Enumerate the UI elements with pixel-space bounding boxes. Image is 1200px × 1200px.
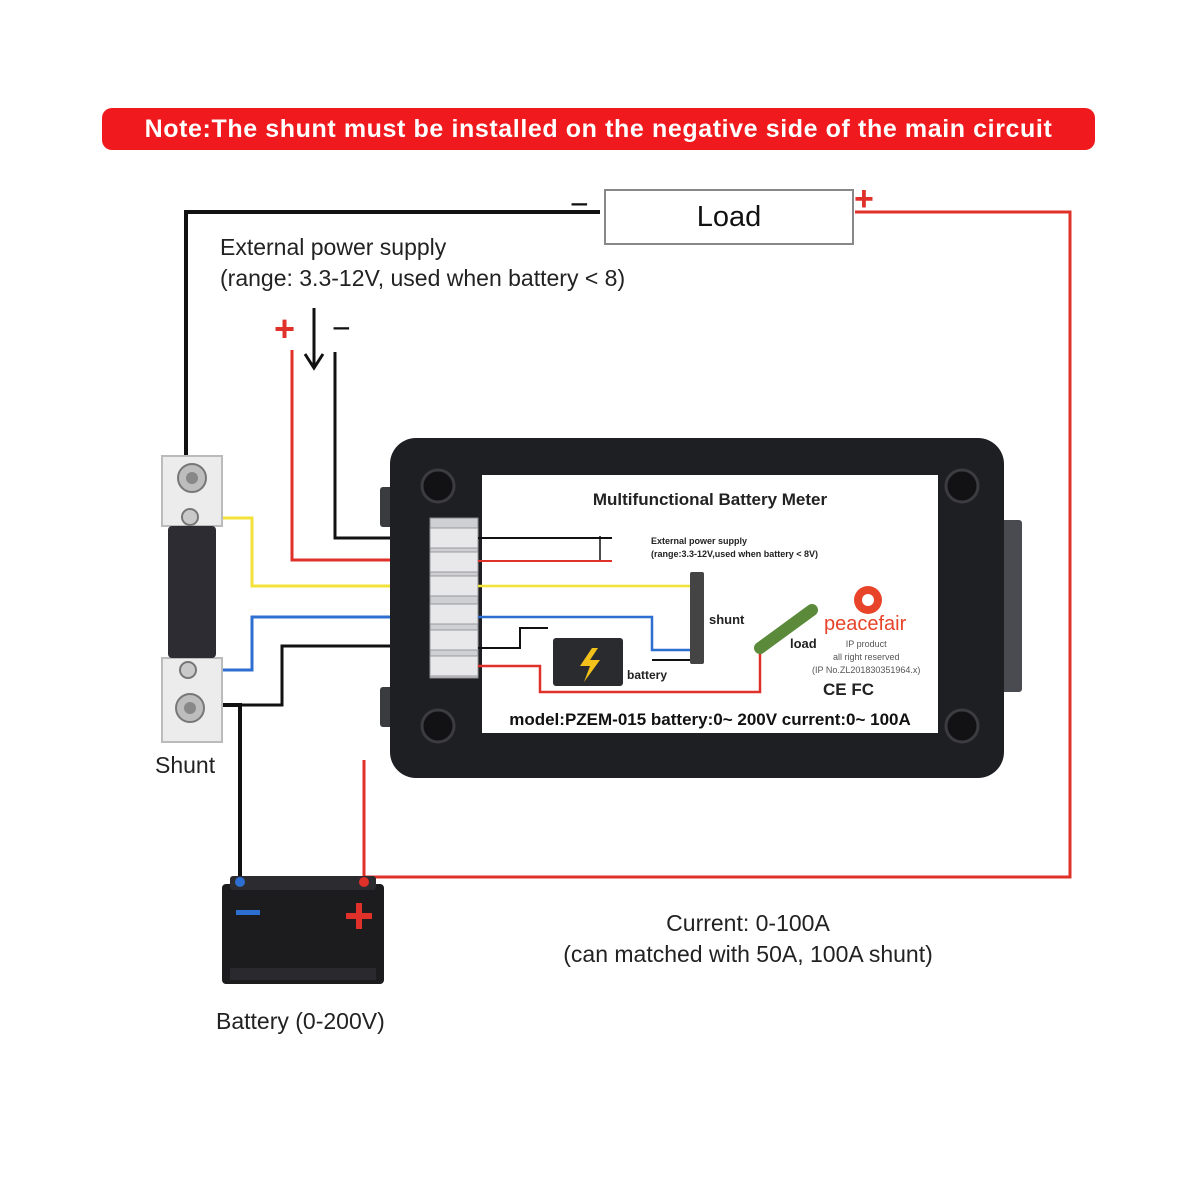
cert-marks: CE FC [823, 680, 874, 699]
external-supply-label: External power supply (range: 3.3-12V, u… [220, 232, 625, 294]
panel-load-label: load [790, 636, 817, 651]
shunt [161, 455, 223, 743]
panel-schematic [478, 536, 882, 694]
panel-model-spec: model:PZEM-015 battery:0~ 200V current:0… [509, 710, 911, 729]
current-line2: (can matched with 50A, 100A shunt) [563, 941, 933, 967]
load-label: Load [696, 200, 762, 233]
battery-label: Battery (0-200V) [216, 1008, 385, 1034]
load-plus-sign: + [854, 180, 874, 218]
panel-shunt-label: shunt [709, 612, 745, 627]
ext-plus-sign: + [274, 308, 296, 349]
ext-minus-sign: − [332, 310, 351, 346]
brand-info: IP product all right reserved (IP No.ZL2… [812, 638, 920, 677]
wire-blue [195, 615, 445, 672]
panel-ext-line1: External power supply [651, 536, 748, 546]
load-box [604, 189, 854, 245]
panel-battery-label: battery [627, 668, 668, 682]
brand-logo: peacefair [824, 613, 907, 635]
current-line1: Current: 0-100A [666, 910, 830, 936]
panel-external-supply: External power supply (range:3.3-12V,use… [651, 535, 818, 561]
brand-line1: IP product [845, 639, 887, 649]
panel-title: Multifunctional Battery Meter [592, 490, 828, 509]
note-banner: Note:The shunt must be installed on the … [102, 108, 1095, 150]
current-label: Current: 0-100A (can matched with 50A, 1… [558, 908, 938, 970]
external-supply-line2: (range: 3.3-12V, used when battery < 8) [220, 265, 626, 291]
wire-black-meter [195, 644, 445, 707]
shunt-label: Shunt [155, 752, 216, 778]
brand-line2: all right reserved [832, 652, 900, 662]
load-minus-sign: − [570, 186, 589, 222]
panel-ext-line2: (range:3.3-12V,used when battery < 8V) [651, 549, 818, 559]
wire-yellow [195, 516, 445, 588]
external-supply-line1: External power supply [220, 234, 447, 260]
arrow-head-icon [303, 353, 325, 371]
wire-load-negative [184, 210, 600, 470]
battery-icon [222, 876, 384, 984]
brand-line3: (IP No.ZL201830351964.x) [812, 665, 921, 675]
